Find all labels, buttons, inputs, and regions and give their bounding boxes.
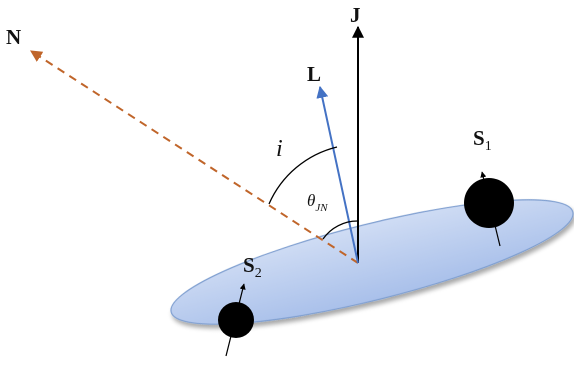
s2-symbol: S	[243, 253, 255, 277]
n-vector	[29, 50, 359, 264]
j-label: J	[350, 3, 361, 27]
i-label: i	[276, 136, 283, 162]
s2-subscript: 2	[255, 266, 262, 281]
s1-symbol: S	[473, 126, 485, 150]
s1-subscript: 1	[485, 139, 492, 154]
theta-jn-angle-arc	[322, 220, 359, 240]
n-label: N	[6, 25, 21, 49]
theta-symbol: θ	[307, 191, 315, 210]
body-2	[218, 302, 254, 338]
s2-label: S2	[243, 253, 262, 281]
body-1	[464, 178, 514, 228]
l-vector	[316, 85, 359, 264]
theta-subscript: JN	[315, 202, 328, 214]
theta-jn-label: θJN	[307, 191, 328, 214]
s1-label: S1	[473, 126, 492, 154]
orbital-plane-disk	[170, 199, 574, 325]
l-label: L	[307, 62, 321, 86]
inclination-angle-arc	[268, 146, 338, 205]
